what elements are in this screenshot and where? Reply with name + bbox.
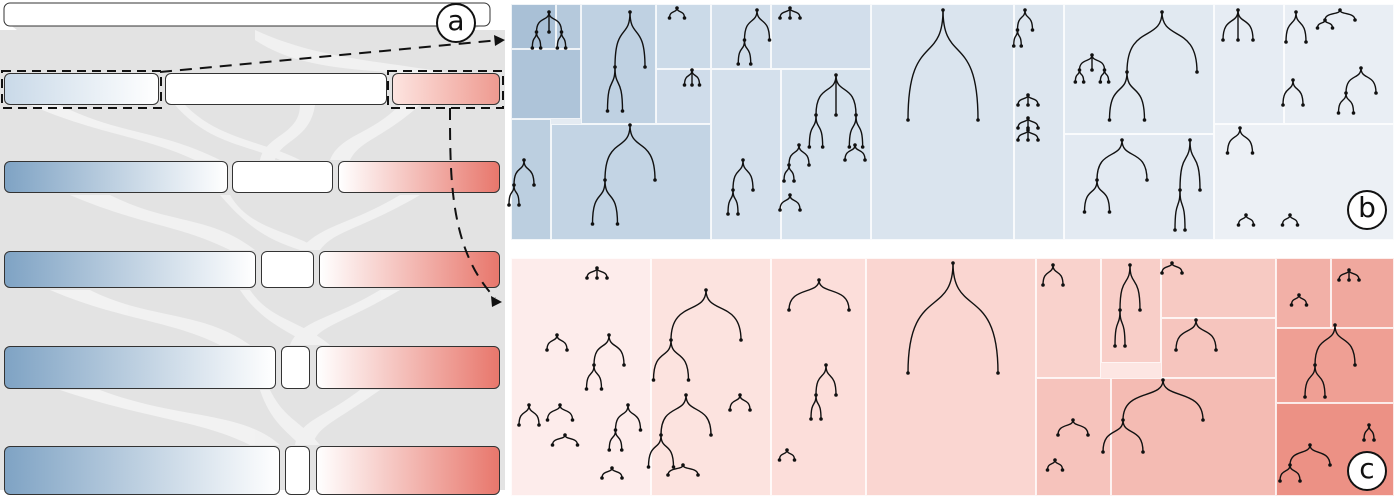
label-a: a [436, 3, 476, 43]
row3-red-bar[interactable] [319, 251, 500, 288]
label-c: c [1347, 451, 1387, 491]
row5-red-bar[interactable] [316, 446, 500, 495]
row2-blue-bar[interactable] [4, 161, 228, 193]
row1-red-bar[interactable] [392, 73, 500, 105]
label-b: b [1347, 190, 1387, 230]
row3-middle-bar[interactable] [261, 251, 314, 288]
row4-middle-bar[interactable] [281, 346, 310, 389]
row4-blue-bar[interactable] [4, 346, 276, 389]
row1-blue-bar[interactable] [4, 73, 159, 105]
selection-overlay [1, 35, 505, 307]
row5-blue-bar[interactable] [4, 446, 280, 495]
row2-middle-bar[interactable] [232, 161, 333, 193]
row3-blue-bar[interactable] [4, 251, 256, 288]
row2-red-bar[interactable] [338, 161, 500, 193]
row1-middle-bar[interactable] [165, 73, 387, 105]
row4-red-bar[interactable] [316, 346, 500, 389]
row5-middle-bar[interactable] [285, 446, 310, 495]
panel-c-treemap [511, 258, 1394, 496]
